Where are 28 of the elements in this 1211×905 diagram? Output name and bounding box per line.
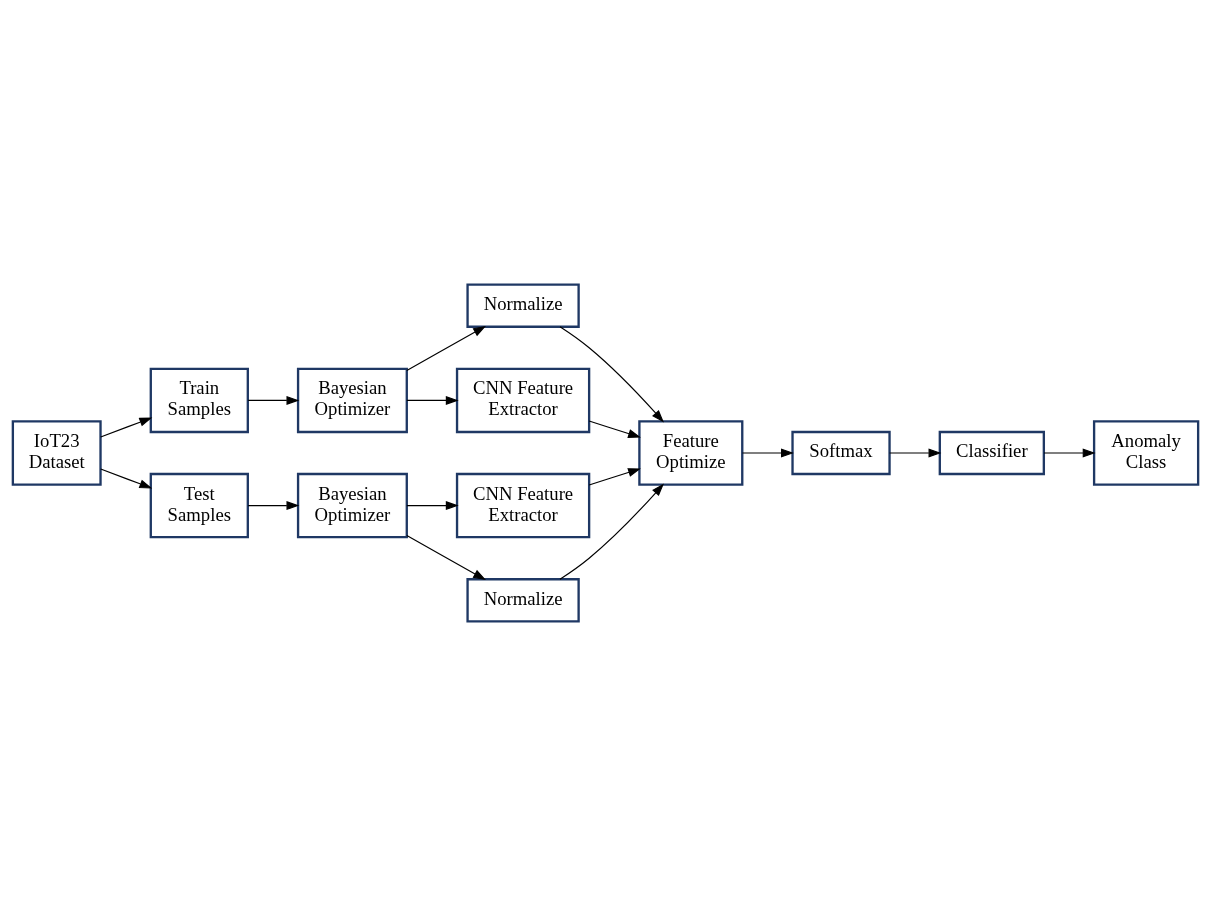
arrow	[247, 500, 300, 510]
arrow	[406, 500, 459, 510]
node-box: Feature Optimize	[638, 419, 744, 486]
node-box: Test Samples	[149, 472, 249, 538]
node-box: CNN Feature Extractor	[455, 367, 591, 433]
node-box: CNN Feature Extractor	[455, 472, 591, 538]
arrow	[559, 483, 664, 580]
node-box: Normalize	[466, 577, 580, 622]
arrow	[889, 448, 942, 457]
node-box: Normalize	[466, 283, 580, 328]
node-box: Softmax	[791, 430, 891, 475]
arrow	[247, 395, 300, 405]
node-box: IoT23 Dataset	[11, 419, 102, 486]
arrow	[406, 325, 486, 371]
arrow	[406, 395, 459, 405]
arrow	[741, 448, 794, 457]
arrow	[100, 417, 153, 437]
arrow	[406, 534, 486, 580]
node-box: Bayesian Optimizer	[296, 472, 408, 538]
arrow	[588, 467, 641, 486]
node-box: Train Samples	[149, 367, 249, 433]
arrow	[559, 325, 664, 422]
node-box: Classifier	[938, 430, 1045, 475]
node-box: Anomaly Class	[1092, 419, 1200, 486]
arrow	[100, 468, 153, 488]
arrow	[588, 419, 641, 438]
arrow	[1043, 448, 1096, 457]
node-box: Bayesian Optimizer	[296, 367, 408, 433]
